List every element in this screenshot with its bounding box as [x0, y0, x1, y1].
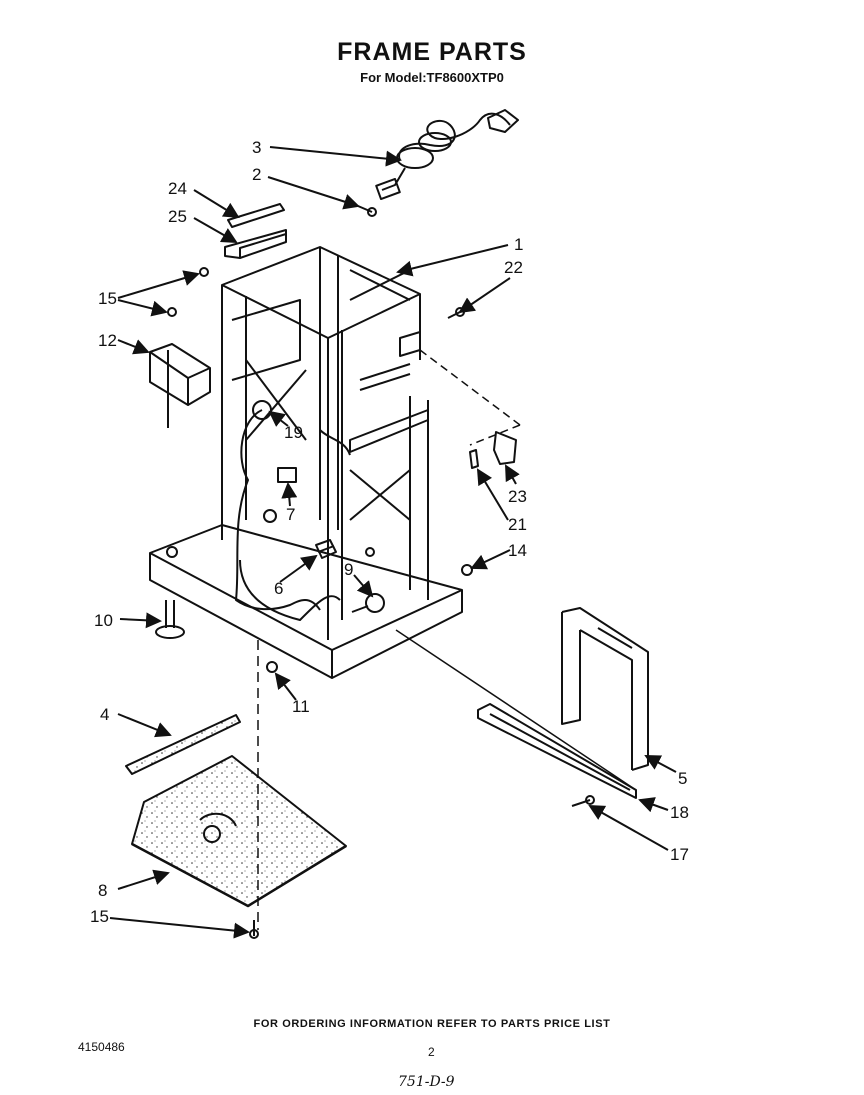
callout-4: 4	[100, 705, 109, 724]
screw-part-2	[357, 205, 377, 217]
callout-2: 2	[252, 165, 261, 184]
callout-18: 18	[670, 803, 689, 822]
model-subtitle: For Model:TF8600XTP0	[360, 70, 504, 85]
callout-25: 25	[168, 207, 187, 226]
callout-15-top: 15	[98, 289, 117, 308]
base-tray-part-8	[131, 755, 347, 908]
side-panel-part-5	[561, 607, 649, 771]
page-title: FRAME PARTS	[337, 38, 527, 66]
callout-8: 8	[98, 881, 107, 900]
fitting-part-9	[351, 593, 385, 613]
clip-part-21	[469, 449, 479, 469]
callout-12: 12	[98, 331, 117, 350]
callout-3: 3	[252, 138, 261, 157]
callout-1: 1	[514, 235, 523, 254]
connector-part-7	[277, 467, 297, 483]
screw-part-15-top	[167, 267, 209, 317]
callout-14: 14	[508, 541, 527, 560]
rail-part-18	[477, 703, 637, 799]
foam-strip-part-4	[125, 714, 241, 775]
grommet-part-6	[315, 539, 337, 559]
callout-23: 23	[508, 487, 527, 506]
callout-17: 17	[670, 845, 689, 864]
screw-part-15-bottom	[249, 920, 259, 939]
cover-part-12	[149, 343, 211, 428]
wiring-harness-part	[235, 400, 351, 611]
callout-10: 10	[94, 611, 113, 630]
callout-19: 19	[284, 423, 303, 442]
callout-9: 9	[344, 560, 353, 579]
strip-part-24	[227, 203, 285, 228]
power-cord-part	[375, 109, 519, 200]
callout-11: 11	[292, 697, 310, 716]
nut-part-11	[266, 661, 278, 673]
document-number: 4150486	[78, 1040, 125, 1054]
callout-21: 21	[508, 515, 527, 534]
callout-24: 24	[168, 179, 187, 198]
callout-15-bottom: 15	[90, 907, 109, 926]
cabinet-frame-part	[221, 246, 429, 640]
leveling-leg-part-10	[155, 600, 185, 639]
ordering-info-note: FOR ORDERING INFORMATION REFER TO PARTS …	[253, 1018, 611, 1030]
callout-7: 7	[286, 505, 295, 524]
callout-6: 6	[274, 579, 283, 598]
handwritten-note: 751-D-9	[398, 1074, 455, 1090]
base-pan-part	[149, 509, 463, 679]
switch-part-23	[493, 431, 517, 465]
callout-5: 5	[678, 769, 687, 788]
screw-part-17	[571, 795, 595, 807]
page-number: 2	[428, 1045, 435, 1059]
screw-part-22	[447, 307, 465, 319]
nut-part-14	[461, 564, 473, 576]
bracket-part-25	[224, 229, 287, 259]
callout-22: 22	[504, 258, 523, 277]
